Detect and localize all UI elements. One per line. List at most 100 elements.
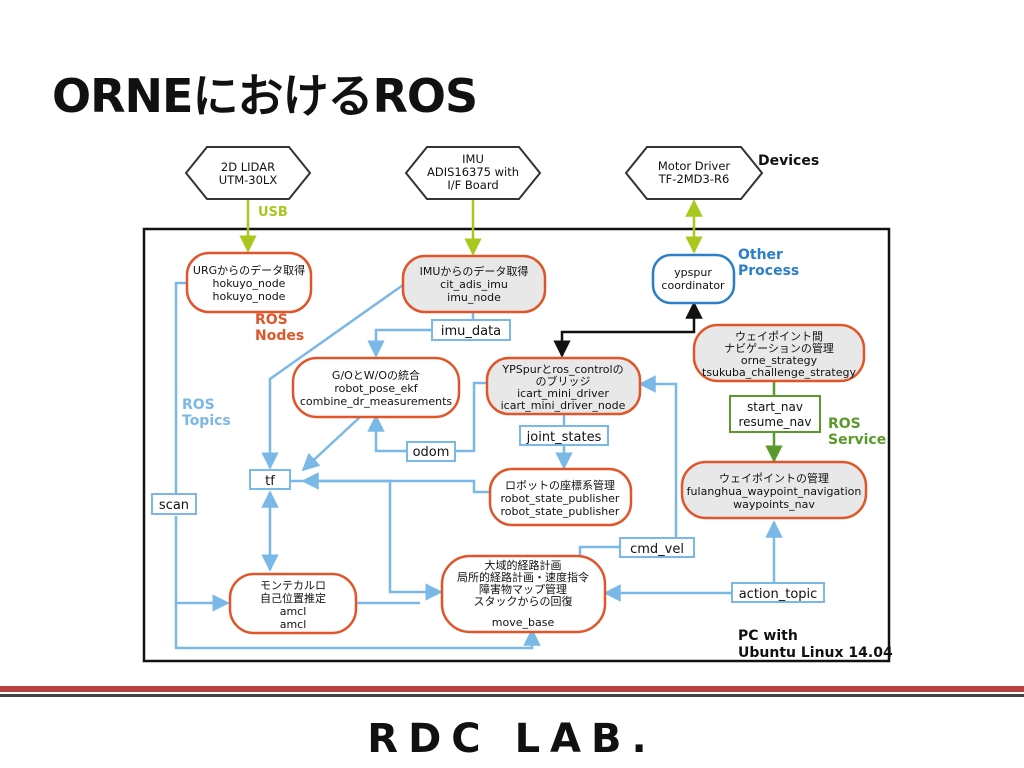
device-motor-l0: Motor Driver: [658, 159, 731, 173]
topic-joint-states[interactable]: [519, 425, 609, 446]
device-lidar-l1: UTM-30LX: [219, 173, 278, 187]
label-nodes-1: Nodes: [255, 328, 304, 344]
node-ekf-l0: G/OとW/Oの統合: [332, 368, 420, 382]
node-amcl[interactable]: [228, 572, 358, 635]
node-rsp-l0: ロボットの座標系管理: [505, 478, 615, 492]
device-lidar-l0: 2D LIDAR: [221, 160, 275, 174]
device-lidar: [184, 146, 312, 200]
edge-imudata-ekf: [367, 328, 432, 358]
edge-ypspur-bridge: [553, 301, 703, 358]
footer-bar-dark: [0, 694, 1024, 697]
node-urg-l1: hokuyo_node: [213, 277, 286, 290]
node-ekf-l2: combine_dr_measurements: [300, 395, 453, 408]
label-topics-0: ROS: [182, 397, 215, 413]
service-box[interactable]: [729, 395, 821, 433]
node-ekf-l1: robot_pose_ekf: [334, 382, 418, 395]
edge-tf-movebase: [290, 479, 443, 601]
edge-urg-scan: [174, 281, 187, 493]
devices: [184, 146, 764, 200]
rdc-lab-logo: RDC LAB.: [367, 716, 656, 762]
node-bridge-l0: YPSpurとros_controlの: [501, 363, 623, 376]
topic-tf-label: tf: [265, 474, 275, 489]
topic-scan[interactable]: [151, 493, 197, 515]
device-imu: [404, 146, 542, 200]
node-amcl-l2: amcl: [280, 605, 307, 618]
device-motor: [624, 146, 764, 200]
device-imu-l1: ADIS16375 with: [427, 165, 519, 179]
node-imu[interactable]: [401, 254, 547, 314]
title: ORNEにおけるROS: [52, 69, 478, 123]
node-movebase-l3: スタックからの回復: [474, 595, 573, 608]
node-bridge-l3: icart_mini_driver_node: [501, 399, 626, 412]
node-wpnav[interactable]: [680, 460, 868, 520]
node-ekf[interactable]: [291, 356, 461, 419]
topic-imu-data-label: imu_data: [441, 324, 501, 339]
label-pc-0: PC with: [738, 628, 798, 644]
device-imu-l2: I/F Board: [447, 178, 498, 192]
topic-cmd-vel[interactable]: [619, 537, 695, 558]
node-amcl-l1: 自己位置推定: [260, 591, 326, 605]
node-urg[interactable]: [185, 251, 313, 314]
node-movebase[interactable]: [440, 554, 607, 634]
topic-odom-label: odom: [413, 445, 450, 460]
edge-scan-amcl: [174, 516, 230, 612]
edge-scan-movebase: [174, 603, 541, 650]
topic-imu-data[interactable]: [431, 319, 511, 341]
node-ypspur[interactable]: [651, 253, 736, 305]
edge-bridge-odom: [456, 381, 487, 453]
edge-odom-ekf: [367, 414, 407, 453]
node-orne-l0: ウェイポイント間: [735, 330, 823, 343]
node-bridge[interactable]: [485, 356, 642, 416]
node-imu-l2: imu_node: [447, 291, 501, 304]
node-ypspur-l1: coordinator: [661, 279, 725, 292]
topic-cmd-vel-label: cmd_vel: [630, 542, 684, 557]
edge-imu-tf: [261, 283, 404, 470]
topic-odom[interactable]: [406, 441, 456, 462]
device-imu-l0: IMU: [462, 152, 484, 166]
node-rsp-l1: robot_state_publisher: [501, 492, 620, 505]
pc-frame: [142, 227, 891, 663]
node-movebase-l0: 大域的経路計画: [485, 558, 562, 572]
node-rsp[interactable]: [488, 467, 633, 527]
edge-movebase-cmdvel: [578, 545, 620, 556]
topic-boxes: [151, 319, 825, 603]
edge-cmdvel-bridge: [638, 375, 694, 549]
node-wpnav-l1: fulanghua_waypoint_navigation: [687, 485, 862, 498]
label-service-1: Service: [828, 432, 886, 448]
label-usb: USB: [258, 205, 288, 220]
service-start-nav: start_nav: [747, 400, 803, 414]
label-topics-1: Topics: [182, 413, 231, 429]
nodes: [185, 251, 868, 635]
label-devices: Devices: [758, 153, 819, 169]
node-rsp-l2: robot_state_publisher: [501, 505, 620, 518]
edge-ekf-tf: [301, 416, 361, 472]
node-bridge-l2: icart_mini_driver: [517, 387, 609, 400]
node-orne[interactable]: [692, 323, 866, 383]
label-other-0: Other: [738, 247, 783, 263]
label-other-1: Process: [738, 263, 799, 279]
node-movebase-l1: 局所的経路計画・速度指令: [457, 570, 589, 584]
node-wpnav-l2: waypoints_nav: [733, 498, 815, 511]
node-orne-l1: ナビゲーションの管理: [724, 341, 834, 355]
node-bridge-l1: のブリッジ: [536, 374, 591, 388]
footer-bar-red: [0, 686, 1024, 692]
node-movebase-l2: 障害物マップ管理: [479, 582, 567, 596]
topic-joint-states-label: joint_states: [526, 430, 602, 445]
node-orne-l2: orne_strategy: [741, 354, 818, 367]
label-service-0: ROS: [828, 416, 861, 432]
edge-rsp-tf: [301, 472, 490, 494]
topic-scan-label: scan: [159, 498, 189, 513]
node-wpnav-l0: ウェイポイントの管理: [719, 471, 829, 485]
node-urg-l2: hokuyo_node: [213, 290, 286, 303]
topic-action[interactable]: [731, 582, 825, 603]
topic-action-label: action_topic: [739, 587, 818, 602]
node-movebase-l5: move_base: [492, 616, 555, 629]
node-imu-l0: IMUからのデータ取得: [420, 264, 529, 278]
node-amcl-l0: モンテカルロ: [260, 579, 326, 592]
node-ypspur-l0: ypspur: [674, 266, 712, 279]
label-nodes-0: ROS: [255, 312, 288, 328]
node-imu-l1: cit_adis_imu: [440, 278, 508, 291]
node-urg-l0: URGからのデータ取得: [193, 263, 305, 277]
topic-tf[interactable]: [249, 469, 291, 490]
